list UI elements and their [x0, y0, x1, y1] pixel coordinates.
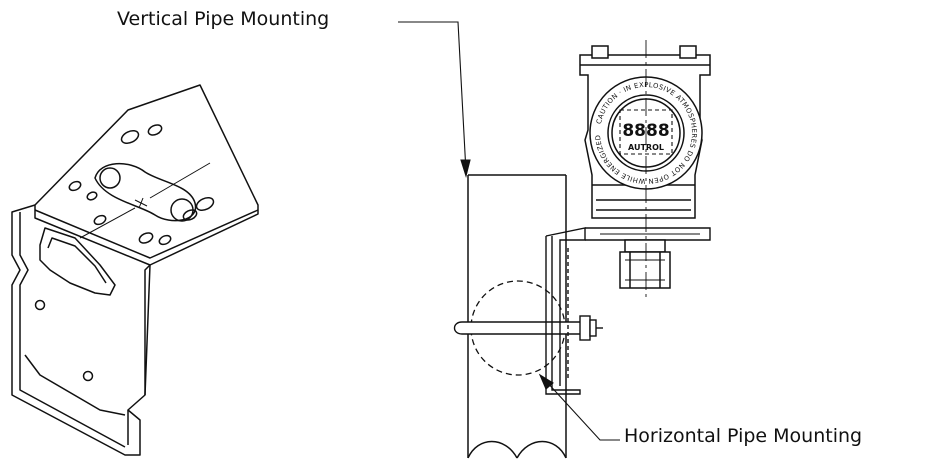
lcd-frame [619, 109, 673, 155]
lcd-digits: 8888 [622, 121, 669, 141]
bracket-hole [86, 191, 98, 201]
bracket-screw-hole [82, 370, 94, 382]
bracket-hole [182, 209, 198, 221]
bracket-hole [195, 196, 215, 212]
bracket-hole [99, 167, 121, 189]
bracket-hole [158, 234, 172, 246]
pipe [467, 174, 567, 459]
horizontal-pipe-mounting-label: Horizontal Pipe Mounting [624, 425, 863, 447]
bracket-slot [94, 162, 197, 222]
bracket-hole [120, 129, 140, 145]
bracket-hole [93, 214, 107, 226]
bracket-isometric [11, 84, 259, 456]
bracket-hole [147, 124, 163, 136]
bracket-top-plate [34, 84, 259, 266]
bracket-hole [138, 232, 154, 244]
brand-logo: AUTROL [628, 143, 664, 152]
u-bolt [453, 315, 603, 341]
leader-lines [398, 21, 620, 441]
bracket-cutout [39, 227, 116, 296]
bracket-hole [170, 198, 194, 222]
bracket-screw-hole [34, 299, 46, 311]
vertical-pipe-mounting-label: Vertical Pipe Mounting [117, 8, 330, 30]
transmitter [579, 40, 711, 300]
bracket-hole [68, 180, 82, 192]
bracket-vertical-flange [11, 204, 151, 456]
